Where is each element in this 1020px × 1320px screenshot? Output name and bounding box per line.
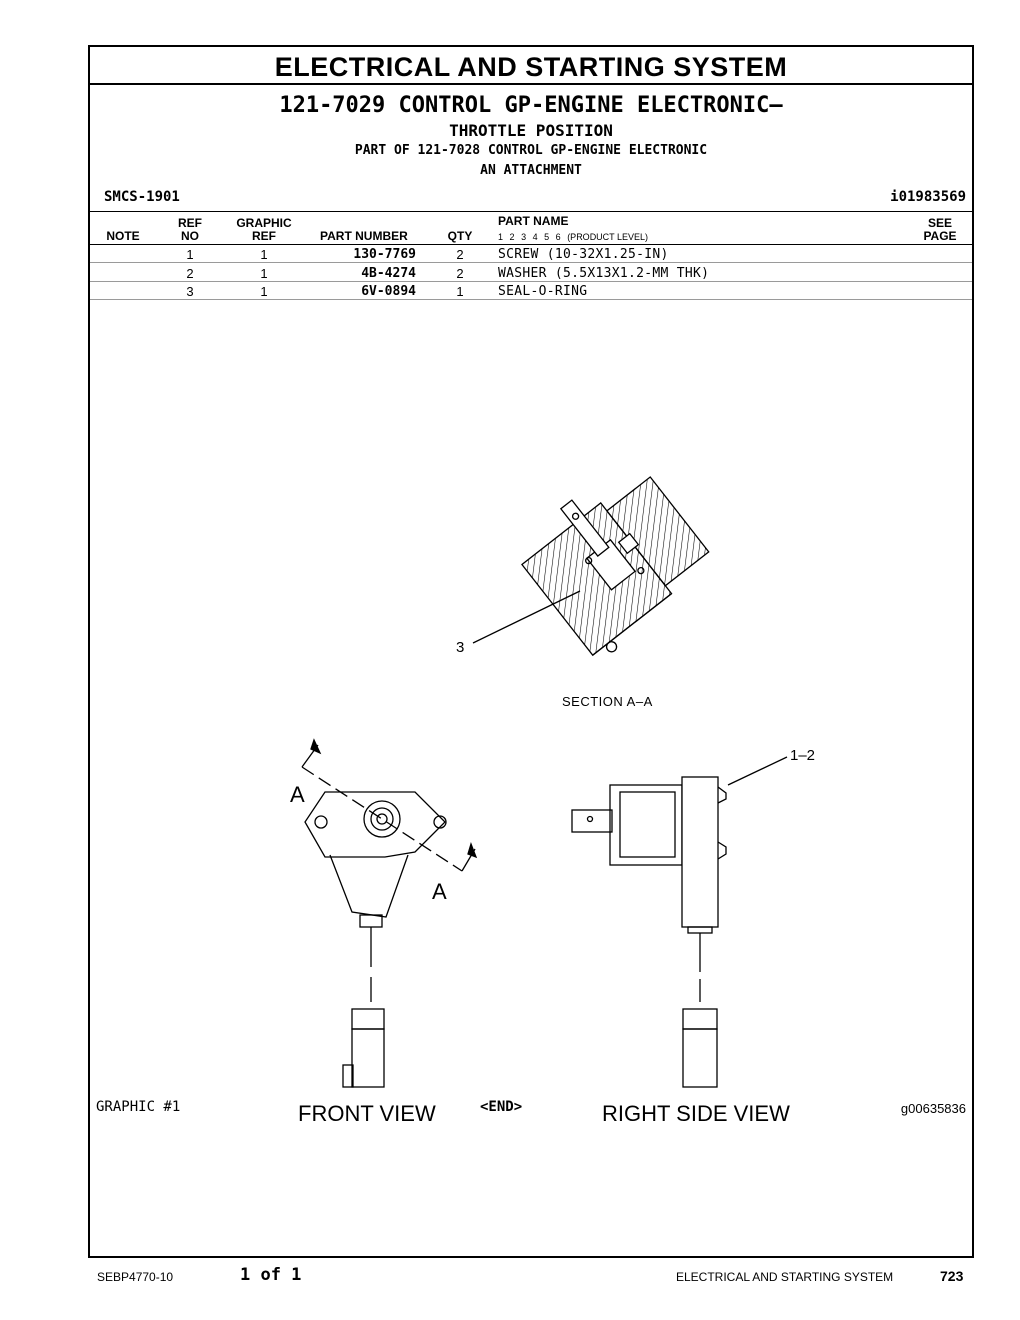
header-graphic-top: GRAPHIC (236, 216, 292, 230)
row2-ref: 2 (186, 266, 194, 281)
footer-section: ELECTRICAL AND STARTING SYSTEM (676, 1270, 894, 1284)
page-of: 1 of 1 (240, 1265, 302, 1285)
section-marker-a-left: A (290, 782, 305, 807)
header-part-number: PART NUMBER (320, 229, 408, 243)
right-side-view-label: RIGHT SIDE VIEW (602, 1101, 790, 1126)
header-part-name: PART NAME (498, 214, 569, 228)
page-frame: ELECTRICAL AND STARTING SYSTEM 121-7029 … (88, 45, 974, 1258)
section-label: SECTION A–A (562, 694, 653, 709)
assembly-subtitle: THROTTLE POSITION (449, 121, 613, 140)
table-top-rule (90, 211, 972, 212)
row2-graphic: 1 (260, 266, 268, 281)
parent-assembly: PART OF 121-7028 CONTROL GP-ENGINE ELECT… (354, 143, 708, 158)
graphic-id: g00635836 (900, 1101, 966, 1116)
row2-part-number: 4B-4274 (361, 266, 416, 281)
front-view-drawing (301, 738, 478, 1088)
parts-illustration: 3 SECTION A–A A A FRONT VIEW (290, 476, 815, 1126)
header-ref-bottom: NO (181, 229, 199, 243)
row-divider (90, 281, 972, 282)
row3-part-number: 6V-0894 (361, 284, 416, 299)
row-divider (90, 299, 972, 300)
row-divider (90, 262, 972, 263)
header-graphic-bottom: REF (252, 229, 276, 243)
info-id: i01983569 (890, 189, 966, 205)
right-side-view-drawing (571, 756, 788, 1088)
header-note: NOTE (106, 229, 140, 243)
header-qty: QTY (447, 229, 473, 243)
row3-graphic: 1 (260, 284, 268, 299)
section-banner: ELECTRICAL AND STARTING SYSTEM (90, 47, 972, 85)
smcs-code: SMCS-1901 (104, 189, 180, 205)
row1-graphic: 1 (260, 247, 268, 262)
header-rule (90, 244, 972, 245)
row3-part-name: SEAL-O-RING (498, 284, 588, 299)
row1-part-number: 130-7769 (353, 247, 416, 262)
header-see-bottom: PAGE (923, 229, 957, 243)
attachment-note: AN ATTACHMENT (480, 163, 582, 178)
page-number: 723 (940, 1268, 964, 1284)
assembly-title: 121-7029 CONTROL GP-ENGINE ELECTRONIC– (279, 93, 783, 118)
row2-qty: 2 (456, 266, 464, 281)
row1-part-name: SCREW (10-32X1.25-IN) (498, 247, 669, 262)
callout-1-2-label: 1–2 (790, 747, 815, 764)
row2-part-name: WASHER (5.5X13X1.2-MM THK) (498, 266, 710, 281)
section-marker-a-right: A (432, 879, 447, 904)
product-levels: 1 2 3 4 5 6 (PRODUCT LEVEL) (498, 232, 649, 242)
callout-3-leader (472, 590, 581, 644)
row1-ref: 1 (186, 247, 194, 262)
row1-qty: 2 (456, 247, 464, 262)
row3-ref: 3 (186, 284, 194, 299)
callout-3-label: 3 (456, 639, 464, 656)
end-marker: <END> (480, 1099, 523, 1115)
row3-qty: 1 (456, 284, 464, 299)
header-ref-top: REF (178, 216, 202, 230)
header-see-top: SEE (927, 216, 952, 230)
front-view-label: FRONT VIEW (298, 1101, 436, 1126)
graphic-label: GRAPHIC #1 (96, 1099, 181, 1115)
doc-number: SEBP4770-10 (97, 1270, 174, 1284)
section-a-a-drawing (521, 476, 710, 657)
